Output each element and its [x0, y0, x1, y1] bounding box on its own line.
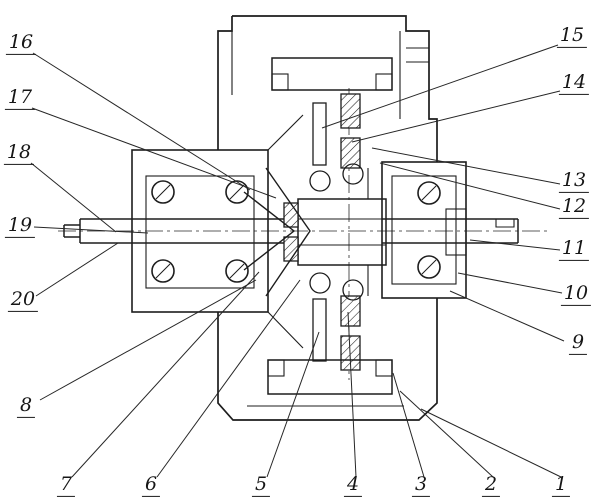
housing-outline	[217, 15, 438, 421]
leader-line-16	[32, 52, 251, 191]
callout-19: 19	[4, 215, 36, 238]
callout-7: 7	[56, 474, 76, 497]
bearing-ball	[151, 259, 175, 283]
bearing-ball	[309, 170, 331, 192]
bearing-ball	[151, 180, 175, 204]
leader-line-18	[30, 162, 117, 233]
leader-line-1	[420, 408, 562, 478]
callout-17: 17	[4, 87, 36, 110]
output-shaft	[382, 208, 519, 256]
callout-18: 18	[3, 142, 35, 165]
leader-line-19	[33, 226, 149, 234]
leader-line-2	[399, 390, 494, 478]
callout-20: 20	[7, 289, 39, 312]
bearing-ball	[225, 180, 249, 204]
leader-line-15	[321, 44, 559, 129]
leader-line-5	[266, 331, 320, 478]
bevel-gear	[243, 167, 311, 297]
leader-line-10	[457, 272, 563, 294]
callout-6: 6	[141, 474, 161, 497]
callout-2: 2	[481, 474, 501, 497]
callout-13: 13	[558, 170, 590, 193]
callout-9: 9	[568, 332, 588, 355]
bearing-ball	[417, 255, 441, 279]
callout-3: 3	[411, 474, 431, 497]
bearing-ball	[342, 279, 364, 301]
leader-line-14	[351, 90, 561, 143]
callout-16: 16	[5, 32, 37, 55]
callout-14: 14	[558, 72, 590, 95]
callout-15: 15	[556, 25, 588, 48]
callout-4: 4	[343, 474, 363, 497]
leader-line-4	[347, 311, 357, 478]
leader-line-6	[156, 279, 301, 478]
leader-line-20	[35, 242, 119, 297]
callout-10: 10	[560, 283, 592, 306]
callout-1: 1	[551, 474, 571, 497]
leader-line-3	[392, 372, 425, 478]
bottom-cover-plate	[267, 359, 393, 395]
gear-hub	[297, 198, 387, 266]
leader-line-9	[449, 290, 565, 342]
leader-line-13	[371, 147, 561, 185]
bearing-ball	[309, 272, 331, 294]
callout-11: 11	[558, 238, 590, 261]
leader-line-11	[469, 239, 561, 251]
top-cover-plate	[271, 57, 393, 91]
bearing-ball	[342, 163, 364, 185]
central-gear-stack	[283, 93, 387, 371]
callout-12: 12	[558, 196, 590, 219]
callout-5: 5	[251, 474, 271, 497]
bearing-ball	[417, 181, 441, 205]
leader-lines	[30, 44, 565, 478]
leader-line-7	[71, 271, 260, 478]
leader-line-12	[379, 162, 561, 210]
right-bearing-block	[381, 161, 467, 299]
callout-8: 8	[16, 395, 36, 418]
left-bearing-block	[131, 149, 269, 313]
bearing-ball	[225, 259, 249, 283]
input-shaft	[63, 218, 284, 244]
leader-line-17	[31, 107, 277, 199]
leader-line-8	[39, 279, 257, 401]
